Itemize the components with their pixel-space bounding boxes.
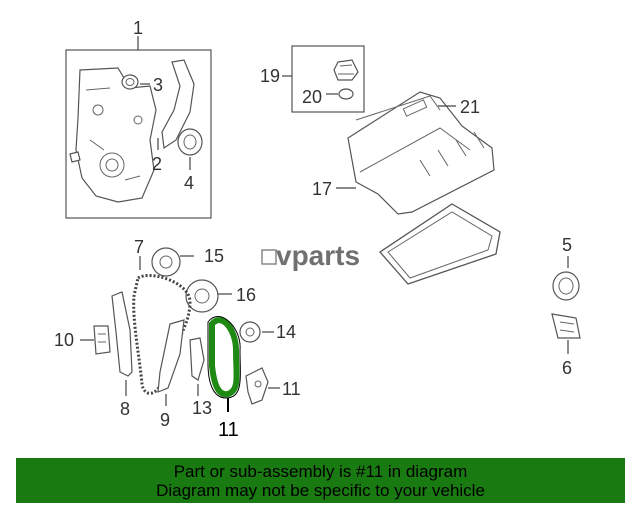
callout-15: 15: [204, 246, 224, 266]
oil-pump-chain-tensioner: [245, 367, 269, 405]
callout-5: 5: [562, 235, 572, 255]
oil-pump-sprocket: [239, 321, 261, 343]
callout-3: 3: [153, 75, 163, 95]
cover-bolt: [69, 151, 81, 163]
plug-seal: [121, 74, 139, 90]
oil-filler-cap: [333, 59, 359, 81]
timing-chain-cover: [75, 67, 157, 203]
oil-cap-group-box: [291, 45, 365, 113]
callout-9: 9: [160, 410, 170, 430]
cover-gasket: [161, 59, 195, 150]
rear-oil-seal: [552, 271, 580, 301]
chain-tensioner: [93, 325, 111, 355]
footer-line-2: Diagram may not be specific to your vehi…: [156, 481, 485, 500]
footer-line-1: Part or sub-assembly is #11 in diagram: [173, 462, 468, 481]
callout-11: 11: [218, 419, 239, 441]
front-oil-seal: [177, 128, 203, 156]
timing-chain: [132, 274, 192, 395]
parts-diagram: 1 3 2 4 19 20 17 21 vparts 5 6: [54, 18, 581, 441]
oil-pump-chain-highlighted: [209, 317, 240, 398]
callout-13: 11: [282, 379, 301, 399]
callout-21: 21: [460, 97, 480, 117]
valve-cover-gasket: [379, 203, 501, 285]
callout-10: 10: [54, 330, 74, 350]
callout-20: 20: [302, 87, 322, 107]
callout-14: 14: [276, 322, 296, 342]
callout-1: 1: [133, 18, 143, 38]
callout-12: 13: [192, 398, 212, 418]
callout-7: 7: [134, 237, 144, 257]
callout-6: 6: [562, 358, 572, 378]
callout-2: 2: [152, 154, 162, 174]
callout-19: 19: [260, 66, 280, 86]
watermark: vparts: [276, 240, 360, 271]
callout-16: 16: [236, 285, 256, 305]
watermark-logo-box: [261, 249, 277, 265]
chain-guide-right: [157, 319, 185, 393]
callout-8: 8: [120, 399, 130, 419]
callout-4: 4: [184, 173, 194, 193]
oil-pump-chain-guide: [189, 337, 205, 381]
seal-retainer: [551, 313, 581, 339]
intake-cam-sprocket: [151, 247, 181, 277]
oil-cap-gasket: [338, 88, 354, 100]
footer-banner: Part or sub-assembly is #11 in diagram D…: [16, 458, 625, 503]
chain-guide-left: [111, 291, 133, 377]
callout-17: 17: [312, 179, 332, 199]
exhaust-cam-sprocket: [185, 279, 219, 313]
cylinder-head-cover: [347, 91, 495, 215]
